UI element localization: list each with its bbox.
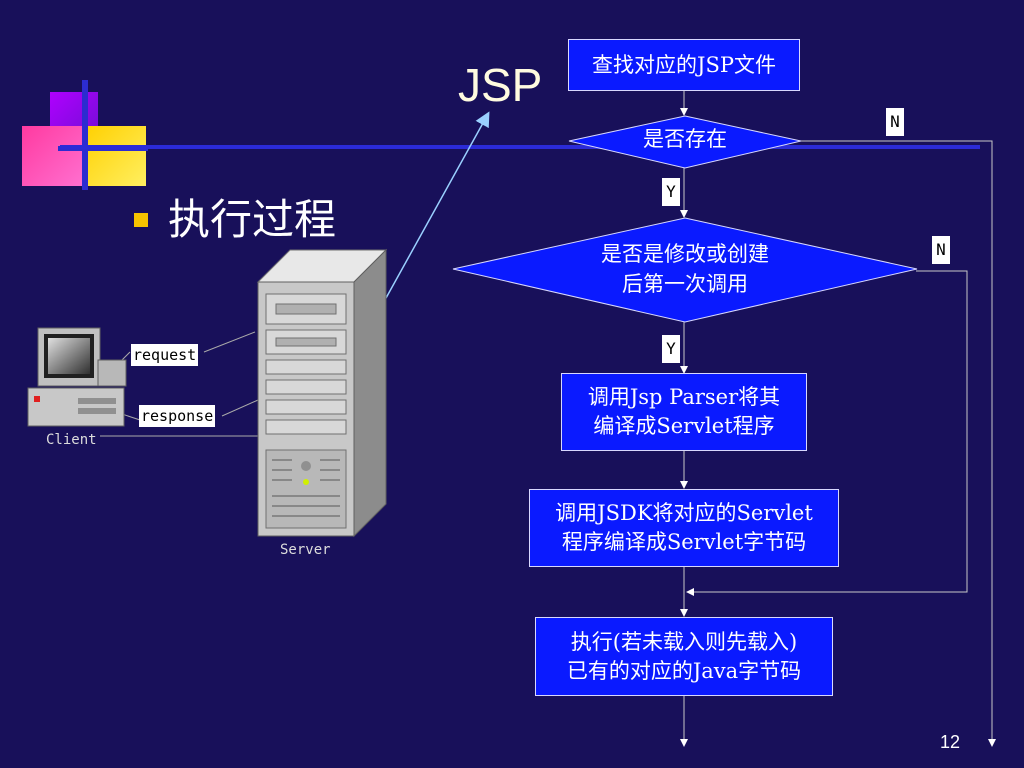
client-caption: Client (46, 432, 97, 448)
bullet-marker (134, 213, 148, 227)
no-label-2: N (932, 236, 950, 264)
yes-label-2: Y (662, 335, 680, 363)
request-label: request (131, 344, 199, 366)
logo-decoration (22, 80, 152, 190)
step-compile-line1: 调用JSDK将对应的Servlet (555, 501, 813, 525)
server-tower-icon (256, 248, 388, 538)
decision-modified-text: 是否是修改或创建 后第一次调用 (451, 239, 919, 299)
step-execute-bytecode: 执行(若未载入则先载入) 已有的对应的Java字节码 (535, 617, 833, 696)
slide-title: JSP (458, 59, 543, 111)
decision-modified-line1: 是否是修改或创建 (601, 242, 769, 266)
page-number: 12 (940, 732, 961, 752)
step-exec-line1: 执行(若未载入则先载入) (570, 629, 798, 654)
step-compile-line2: 程序编译成Servlet字节码 (561, 530, 807, 554)
title-rule (60, 145, 980, 149)
step-parse-servlet: 调用Jsp Parser将其 编译成Servlet程序 (561, 373, 807, 451)
bullet-text: 执行过程 (168, 195, 337, 244)
response-label: response (139, 405, 216, 427)
decision-modified-diamond (452, 217, 918, 323)
step-parse-line1: 调用Jsp Parser将其 (587, 385, 781, 409)
client-computer-icon (27, 327, 127, 427)
decision-exists-text: 是否存在 (643, 127, 727, 151)
server-caption: Server (280, 542, 331, 558)
step-compile-bytecode: 调用JSDK将对应的Servlet 程序编译成Servlet字节码 (529, 489, 839, 567)
step-find-jsp-file: 查找对应的JSP文件 (568, 39, 800, 91)
yes-label-1: Y (662, 178, 680, 206)
step-parse-line2: 编译成Servlet程序 (593, 414, 775, 438)
decision-exists-diamond (568, 115, 802, 169)
no-label-1: N (886, 108, 904, 136)
step-exec-line2: 已有的对应的Java字节码 (566, 658, 802, 683)
decision-modified-line2: 后第一次调用 (622, 272, 748, 296)
step-find-text: 查找对应的JSP文件 (592, 52, 776, 77)
